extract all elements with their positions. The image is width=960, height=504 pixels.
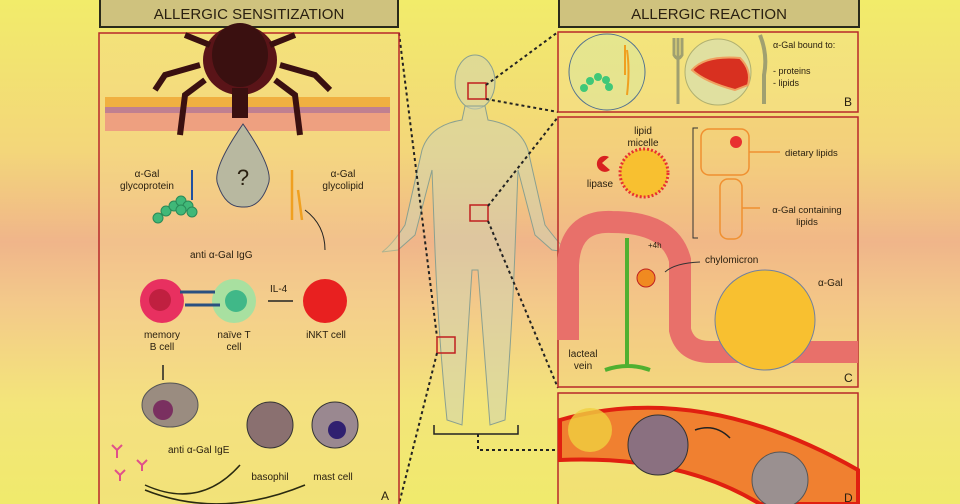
question-mark: ?: [237, 165, 249, 190]
panel-d-letter: D: [844, 491, 853, 504]
glycolipid-label-2: glycolipid: [322, 181, 363, 192]
bracket: [433, 425, 519, 435]
lacteal-vein: [604, 238, 651, 372]
basophil: [246, 401, 294, 449]
agal-bound-item-proteins: - proteins: [773, 66, 811, 76]
knife-icon: [758, 34, 768, 104]
ige-antibody-icon: [111, 444, 148, 481]
chylomicron-cluster: [568, 408, 612, 452]
memory-b-cell-nucleus: [149, 289, 171, 311]
glycoprotein-icon: [580, 45, 630, 96]
dietary-lipids-label: dietary lipids: [785, 148, 838, 159]
lacteal-vein-label-2: vein: [574, 361, 592, 372]
glycolipid-label: α-Gal: [331, 169, 356, 180]
inkt-cell: [303, 279, 347, 323]
lipid-micelle-label: lipid: [634, 126, 652, 137]
agal-bound-item-lipids: - lipids: [773, 78, 800, 88]
chylomicron-label: chylomicron: [705, 255, 758, 266]
mast-cell-nucleus: [328, 421, 346, 439]
zoom-marker-gut: [469, 204, 489, 222]
naive-t-cell-nucleus: [225, 290, 247, 312]
connector-lines: [398, 31, 559, 504]
saliva-drop-icon: [216, 123, 270, 208]
plasma-cell-nucleus: [153, 400, 173, 420]
glycolipid-icon: [290, 170, 304, 221]
agal-lipids-box: [719, 178, 743, 240]
naive-t-cell-label-2: cell: [226, 342, 241, 353]
lipid-micelle: [618, 147, 670, 199]
tick-icon: [152, 23, 333, 136]
arrow-glycolipid-to-inkt: [304, 209, 326, 251]
lipase-icon: [596, 155, 610, 172]
naive-t-cell-label: naïve T: [217, 330, 250, 341]
zoom-marker-leg: [436, 336, 456, 354]
human-body-figure: [381, 54, 570, 426]
panel-a-letter: A: [381, 489, 389, 503]
agal-lipids-label: α-Gal containing: [772, 205, 841, 216]
lipase-label: lipase: [587, 179, 614, 190]
panel-b-letter: B: [844, 95, 852, 109]
header-allergic-reaction: ALLERGIC REACTION: [558, 0, 860, 28]
time-label: +4h: [648, 241, 662, 250]
inkt-cell-label: iNKT cell: [306, 330, 346, 341]
il4-label: IL-4: [270, 284, 288, 295]
agal-label: α-Gal: [818, 278, 843, 289]
agal-bound-title: α-Gal bound to:: [773, 40, 835, 50]
lipid-bracket: [692, 127, 698, 239]
chylomicron: [636, 268, 656, 288]
mast-cell-label: mast cell: [313, 472, 352, 483]
basophil-binding: [627, 414, 689, 476]
lipid-micelle-label-2: micelle: [627, 138, 659, 149]
agal-molecule-zoom: [568, 33, 646, 111]
memory-b-cell-label-2: B cell: [150, 342, 174, 353]
fork-icon: [672, 38, 684, 104]
phospholipid-icon: [730, 136, 742, 148]
panel-c-letter: C: [844, 371, 853, 385]
lacteal-vein-label: lacteal: [569, 349, 598, 360]
basophil-degranulating: [751, 451, 809, 504]
glycoprotein-icon: [152, 170, 198, 224]
basophil-label: basophil: [251, 472, 288, 483]
glycoprotein-label-2: glycoprotein: [120, 181, 174, 192]
intestinal-villus: [557, 210, 858, 363]
arrow-chylomicron: [664, 261, 701, 273]
chylomicron-zoom: [714, 269, 816, 371]
header-allergic-sensitization: ALLERGIC SENSITIZATION: [99, 0, 399, 28]
zoom-marker-head: [467, 82, 487, 100]
anti-gal-ige-label: anti α-Gal IgE: [168, 445, 230, 456]
receptor-icon: [180, 290, 220, 307]
arrow-degranulation: [694, 427, 731, 439]
agal-lipids-label-2: lipids: [796, 217, 818, 228]
memory-b-cell-label: memory: [144, 330, 180, 341]
anti-gal-igg-label: anti α-Gal IgG: [190, 250, 253, 261]
steak-icon: [690, 56, 750, 92]
glycoprotein-label: α-Gal: [135, 169, 160, 180]
